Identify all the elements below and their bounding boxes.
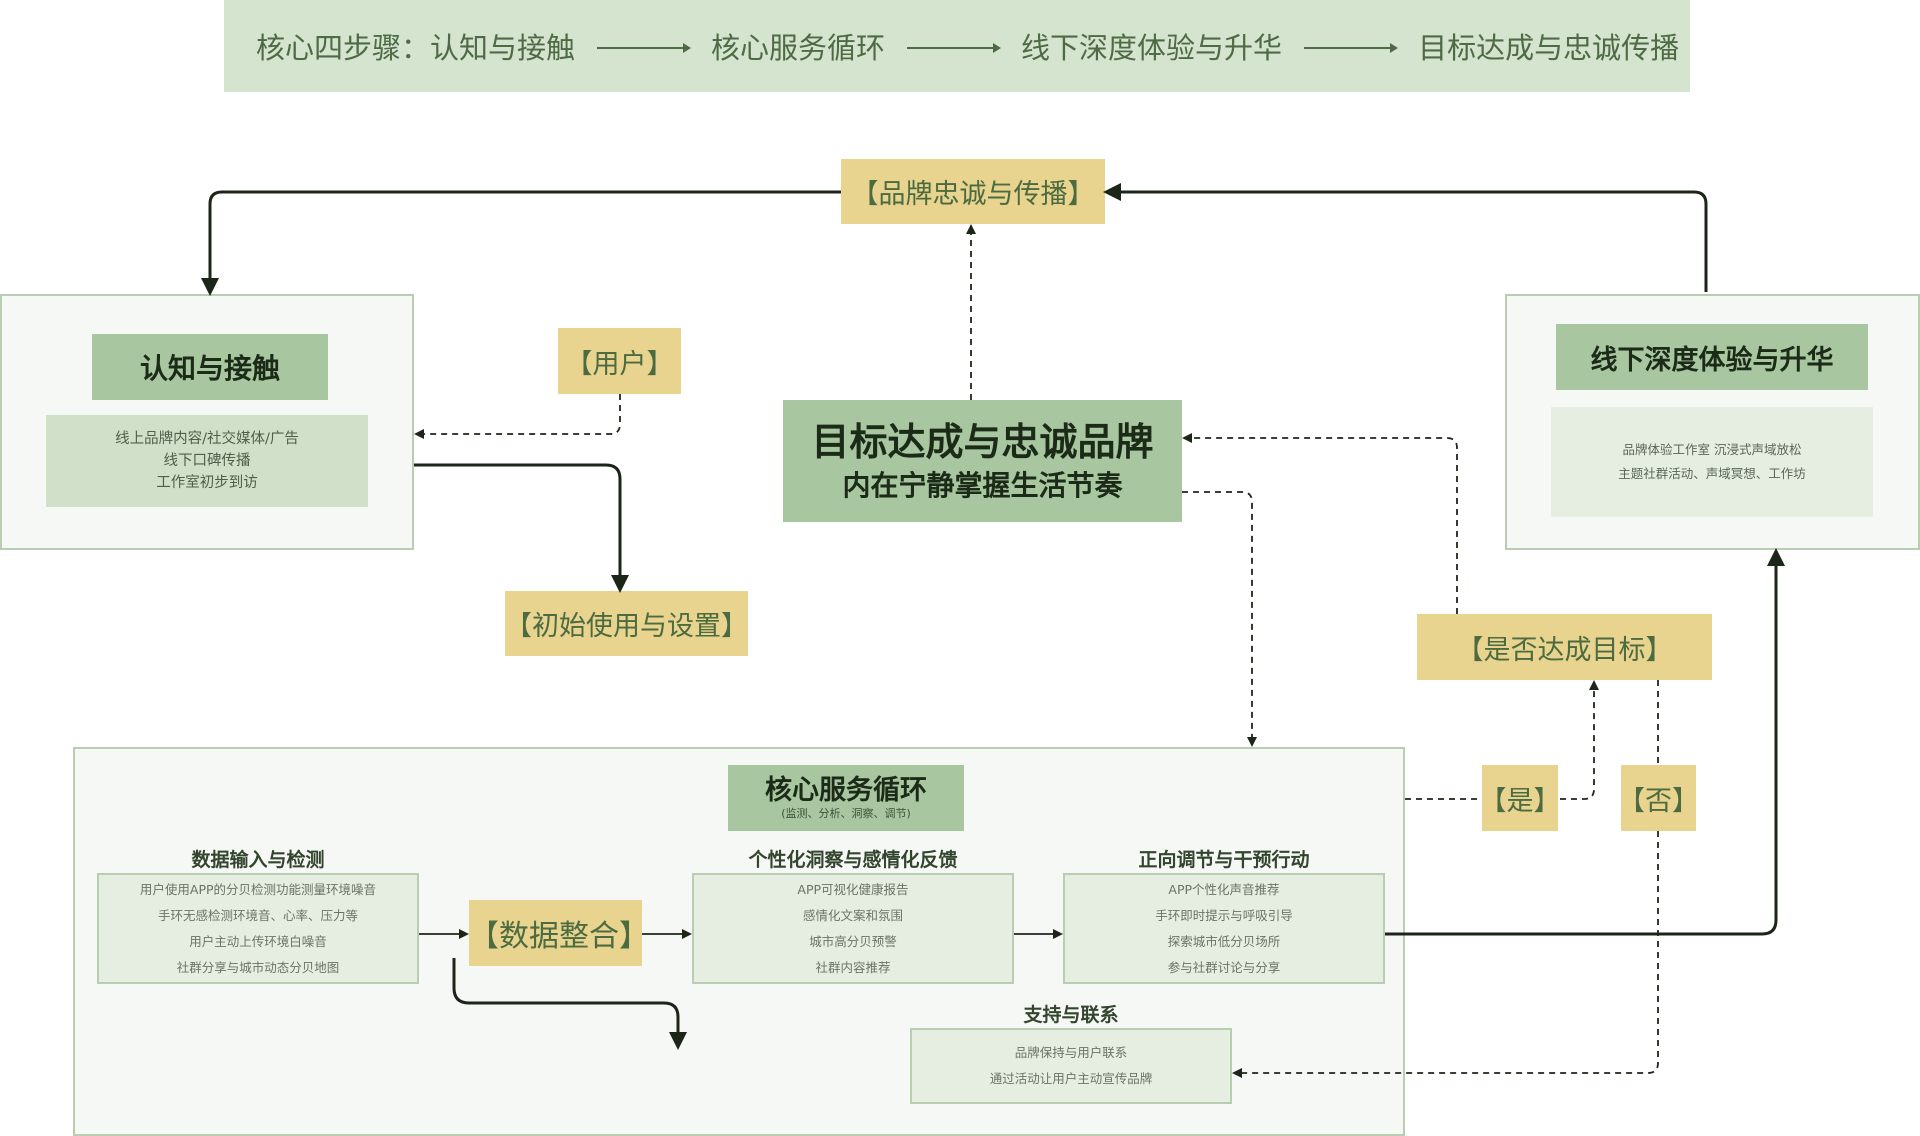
action-item: 参与社群讨论与分享 — [1167, 959, 1281, 975]
support-item: 通过活动让用户主动宣传品牌 — [989, 1071, 1153, 1086]
goal-title: 目标达成与忠诚品牌 — [811, 420, 1154, 464]
header-step-4: 目标达成与忠诚传播 — [1418, 31, 1680, 65]
action-item: APP个性化声音推荐 — [1168, 881, 1280, 897]
arrow-achieved-to-goal — [1182, 433, 1458, 614]
awareness-item: 线下口碑传播 — [163, 453, 251, 469]
arrow-awareness-to-initial — [414, 463, 629, 593]
arrow-right-icon — [1304, 43, 1399, 53]
header-step-2: 核心服务循环 — [711, 31, 886, 65]
core-title: 核心服务循环 — [765, 775, 927, 806]
header-prefix: 核心四步骤： — [256, 31, 431, 65]
no-tag: 【否】 — [1618, 765, 1699, 831]
arrow-goal-to-core — [1182, 491, 1257, 747]
support-title: 支持与联系 — [1023, 1004, 1119, 1026]
input-item: 手环无感检测环境音、心率、压力等 — [157, 907, 358, 923]
input-item: 用户主动上传环境白噪音 — [189, 933, 327, 949]
arrow-offline-to-loyalty — [1103, 183, 1708, 292]
goal-subtitle: 内在宁静掌握生活节奏 — [842, 469, 1123, 502]
loyalty-tag: 【品牌忠诚与传播】 — [841, 159, 1105, 224]
offline-item: 主题社群活动、声域冥想、工作坊 — [1618, 466, 1806, 481]
insight-item: 社群内容推荐 — [815, 959, 891, 975]
input-item: 用户使用APP的分贝检测功能测量环境噪音 — [139, 881, 377, 897]
arrow-yes-to-achieved — [1560, 680, 1599, 800]
core-subtitle: (监测、分析、洞察、调节) — [781, 807, 911, 820]
core-title-box: 核心服务循环 (监测、分析、洞察、调节) — [728, 765, 964, 831]
action-list: APP个性化声音推荐 手环即时提示与呼吸引导 探索城市低分贝场所 参与社群讨论与… — [1063, 873, 1385, 984]
arrow-action-to-offline — [1385, 548, 1785, 936]
insight-title: 个性化洞察与感情化反馈 — [748, 849, 958, 871]
arrow-right-icon — [597, 43, 692, 53]
support-list: 品牌保持与用户联系 通过活动让用户主动宣传品牌 — [910, 1028, 1232, 1104]
action-title: 正向调节与干预行动 — [1138, 849, 1310, 871]
header-step-3: 线下深度体验与升华 — [1021, 31, 1283, 65]
insight-list: APP可视化健康报告 感情化文案和氛围 城市高分贝预警 社群内容推荐 — [692, 873, 1014, 984]
offline-list: 品牌体验工作室 沉浸式声域放松 主题社群活动、声域冥想、工作坊 — [1551, 407, 1873, 517]
header-step-1: 认知与接触 — [430, 31, 576, 65]
support-item: 品牌保持与用户联系 — [1014, 1045, 1128, 1060]
input-title: 数据输入与检测 — [191, 849, 325, 871]
yes-tag: 【是】 — [1480, 765, 1561, 831]
goal-achieved-tag: 【是否达成目标】 — [1417, 614, 1712, 680]
input-list: 用户使用APP的分贝检测功能测量环境噪音 手环无感检测环境音、心率、压力等 用户… — [97, 873, 419, 984]
insight-item: 感情化文案和氛围 — [802, 907, 903, 923]
insight-item: 城市高分贝预警 — [809, 933, 897, 949]
arrow-user-to-awareness — [414, 394, 621, 439]
header-steps-bar: 核心四步骤： 认知与接触 核心服务循环 线下深度体验与升华 目标达成与忠诚传播 — [224, 0, 1690, 92]
awareness-list: 线上品牌内容/社交媒体/广告 线下口碑传播 工作室初步到访 — [46, 415, 368, 507]
offline-title: 线下深度体验与升华 — [1556, 324, 1868, 390]
insight-item: APP可视化健康报告 — [797, 881, 909, 897]
initial-setup-tag: 【初始使用与设置】 — [505, 591, 748, 656]
awareness-item: 线上品牌内容/社交媒体/广告 — [115, 431, 299, 447]
action-item: 探索城市低分贝场所 — [1167, 933, 1281, 949]
awareness-title: 认知与接触 — [92, 334, 328, 400]
user-tag: 【用户】 — [558, 328, 681, 394]
awareness-item: 工作室初步到访 — [156, 475, 258, 491]
offline-item: 品牌体验工作室 沉浸式声域放松 — [1622, 442, 1802, 457]
action-item: 手环即时提示与呼吸引导 — [1155, 907, 1293, 923]
input-item: 社群分享与城市动态分贝地图 — [176, 959, 340, 975]
arrow-loyalty-to-awareness — [201, 190, 841, 296]
goal-box: 目标达成与忠诚品牌 内在宁静掌握生活节奏 — [783, 400, 1182, 522]
data-integration-tag: 【数据整合】 — [469, 900, 649, 966]
arrow-right-icon — [907, 43, 1002, 53]
